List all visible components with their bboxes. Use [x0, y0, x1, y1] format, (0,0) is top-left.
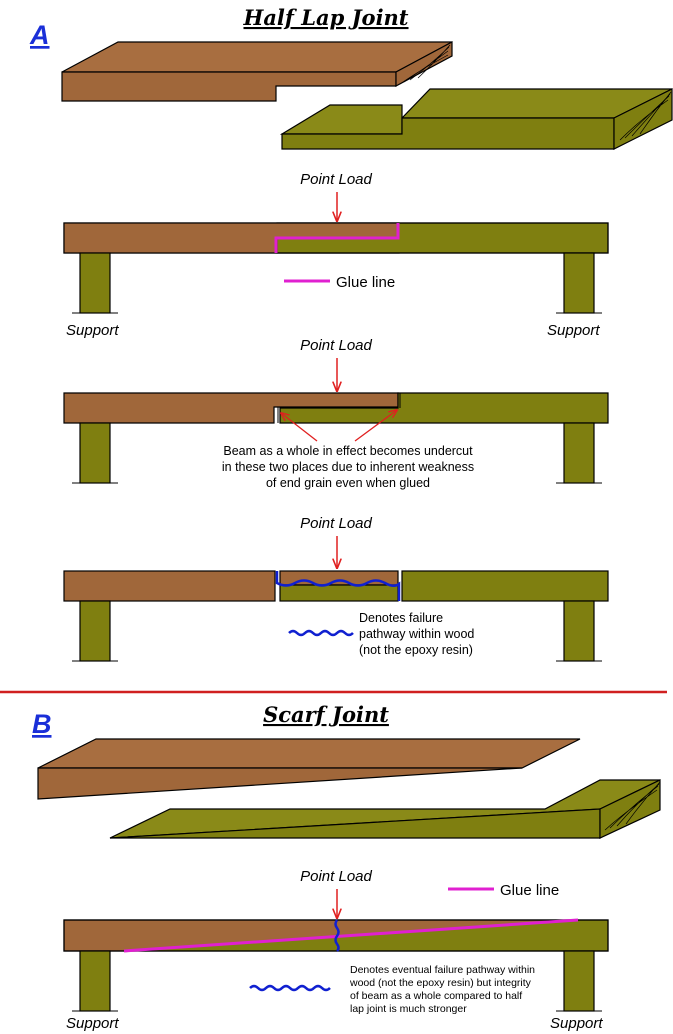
- panel1-glue-legend-label: Glue line: [336, 274, 395, 291]
- scarf-support-left-label: Support: [66, 1015, 119, 1032]
- panel3-point-load-label: Point Load: [300, 515, 372, 532]
- panel3-legend-line-2: pathway within wood: [359, 627, 474, 641]
- scarf-legend-line-4: lap joint is much stronger: [350, 1003, 467, 1015]
- panel3-failure-path: [275, 571, 401, 601]
- panel1-point-load-label: Point Load: [300, 171, 372, 188]
- panel2-supports: [72, 422, 602, 484]
- section-a-title: Half Lap Joint: [242, 5, 408, 30]
- panel2-note-line-1: Beam as a whole in effect becomes underc…: [223, 444, 473, 458]
- scarf-legend-line-3: of beam as a whole compared to half: [350, 990, 522, 1002]
- section-a-letter: A: [29, 20, 50, 50]
- panel2-note-line-3: of end grain even when glued: [266, 476, 430, 490]
- panel2-undercut-arrow-right: [354, 410, 397, 442]
- panel3-legend-line-3: (not the epoxy resin): [359, 643, 473, 657]
- scarf-supports: [72, 950, 602, 1012]
- panel2-point-load-label: Point Load: [300, 337, 372, 354]
- scarf-3d-pieces: [37, 738, 661, 839]
- scarf-glue-legend-label: Glue line: [500, 882, 559, 899]
- panel1-support-right-label: Support: [547, 322, 600, 339]
- scarf-beam: [63, 918, 609, 953]
- panel2-undercut-arrow-left: [281, 413, 318, 442]
- scarf-failure-legend-swatch: [249, 984, 331, 992]
- panel3-beam: [63, 570, 609, 602]
- scarf-legend-line-1: Denotes eventual failure pathway within: [350, 964, 535, 976]
- scarf-glue-line: [123, 918, 579, 953]
- half-lap-3d-pieces: [61, 40, 673, 150]
- panel1-supports: [72, 252, 602, 314]
- scarf-legend-line-2: wood (not the epoxy resin) but integrity: [349, 977, 532, 989]
- panel3-supports: [72, 600, 602, 662]
- section-b-letter: B: [32, 709, 52, 739]
- panel1-support-left-label: Support: [66, 322, 119, 339]
- section-b-title: Scarf Joint: [263, 702, 389, 727]
- panel1-glue-line: [274, 223, 400, 253]
- panel2-note-line-2: in these two places due to inherent weak…: [222, 460, 474, 474]
- scarf-failure-path: [334, 919, 340, 952]
- panel1-beam: [63, 222, 609, 254]
- scarf-point-load-label: Point Load: [300, 868, 372, 885]
- panel2-beam: [63, 392, 609, 424]
- panel3-failure-legend-swatch: [288, 629, 354, 637]
- panel3-legend-line-1: Denotes failure: [359, 611, 443, 625]
- scarf-support-right-label: Support: [550, 1015, 603, 1032]
